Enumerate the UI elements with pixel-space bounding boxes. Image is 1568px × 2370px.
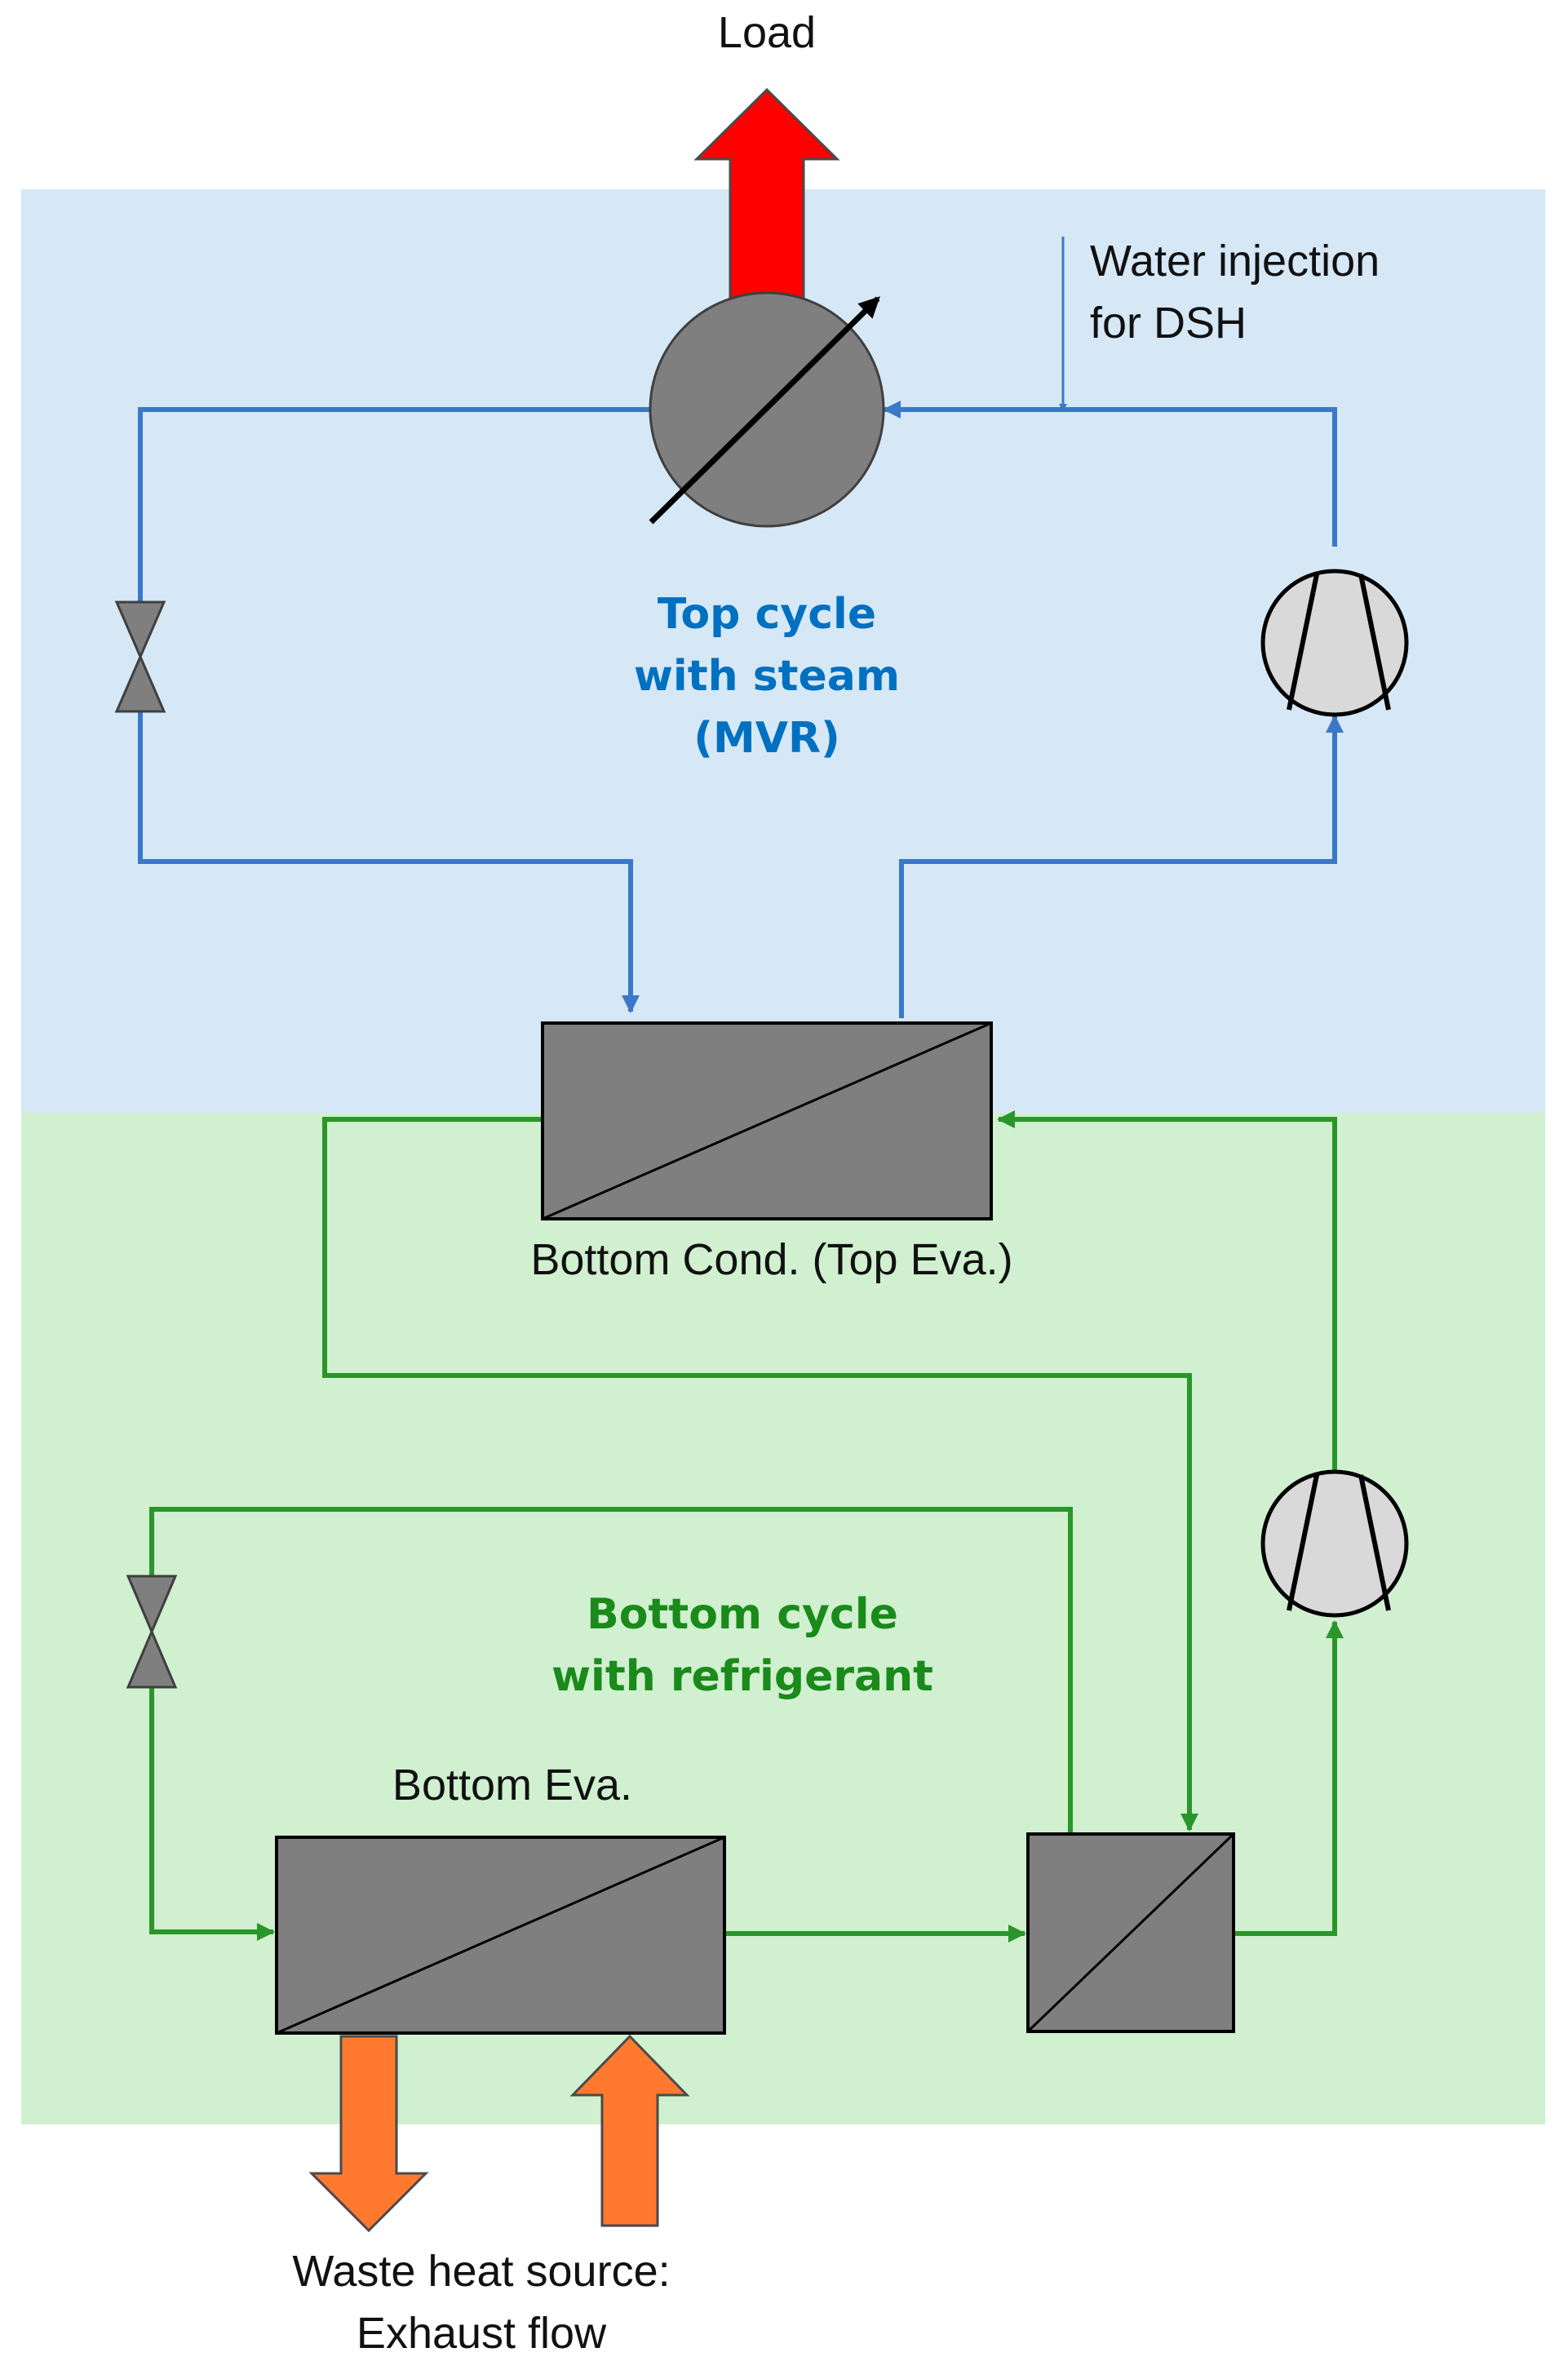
top-cycle-label-line1: Top cycle [658, 590, 876, 639]
water-injection-label-line1: Water injection [1090, 237, 1380, 286]
bottom-evaporator-label: Bottom Eva. [392, 1761, 632, 1810]
bottom-condenser-heat-exchanger [541, 1021, 993, 1220]
top-expansion-valve-icon [114, 600, 166, 713]
bottom-condenser-label: Bottom Cond. (Top Eva.) [530, 1235, 1012, 1284]
bottom-cycle-label-line1: Bottom cycle [587, 1590, 898, 1639]
exhaust-out-arrow [308, 2035, 429, 2233]
steam-line-valve-to-exchanger [138, 711, 640, 1013]
waste-heat-label-line2: Exhaust flow [357, 2309, 607, 2358]
load-arrow [693, 87, 840, 312]
steam-line-compressor-to-condenser [883, 401, 1337, 547]
bottom-cycle-label-line2: with refrigerant [551, 1652, 933, 1701]
refrigerant-line-condenser-to-ihx [322, 1117, 1198, 1832]
top-cycle-label-line2: with steam [634, 652, 900, 701]
water-injection-label-line2: for DSH [1090, 299, 1247, 348]
top-condenser-load-exchanger [649, 291, 885, 528]
refrigerant-line-ihx-to-compressor [1234, 1620, 1344, 1936]
refrigerant-line-ihx-to-valve [149, 1507, 1073, 1834]
refrigerant-line-valve-to-evaporator [149, 1687, 275, 1941]
internal-heat-exchanger [1026, 1832, 1235, 2033]
bottom-evaporator-heat-exchanger [275, 1836, 726, 2035]
steam-line-condenser-to-valve [138, 407, 651, 602]
waste-heat-label-line1: Waste heat source: [292, 2247, 670, 2296]
bottom-expansion-valve-icon [126, 1575, 178, 1689]
bottom-compressor-icon [1260, 1469, 1409, 1618]
top-compressor-icon [1260, 569, 1409, 717]
refrigerant-line-compressor-to-condenser [997, 1110, 1337, 1470]
top-cycle-label-line3: (MVR) [693, 714, 840, 763]
steam-line-exchanger-to-compressor [899, 715, 1344, 1018]
exhaust-in-arrow [569, 2034, 690, 2227]
load-label: Load [718, 8, 816, 57]
